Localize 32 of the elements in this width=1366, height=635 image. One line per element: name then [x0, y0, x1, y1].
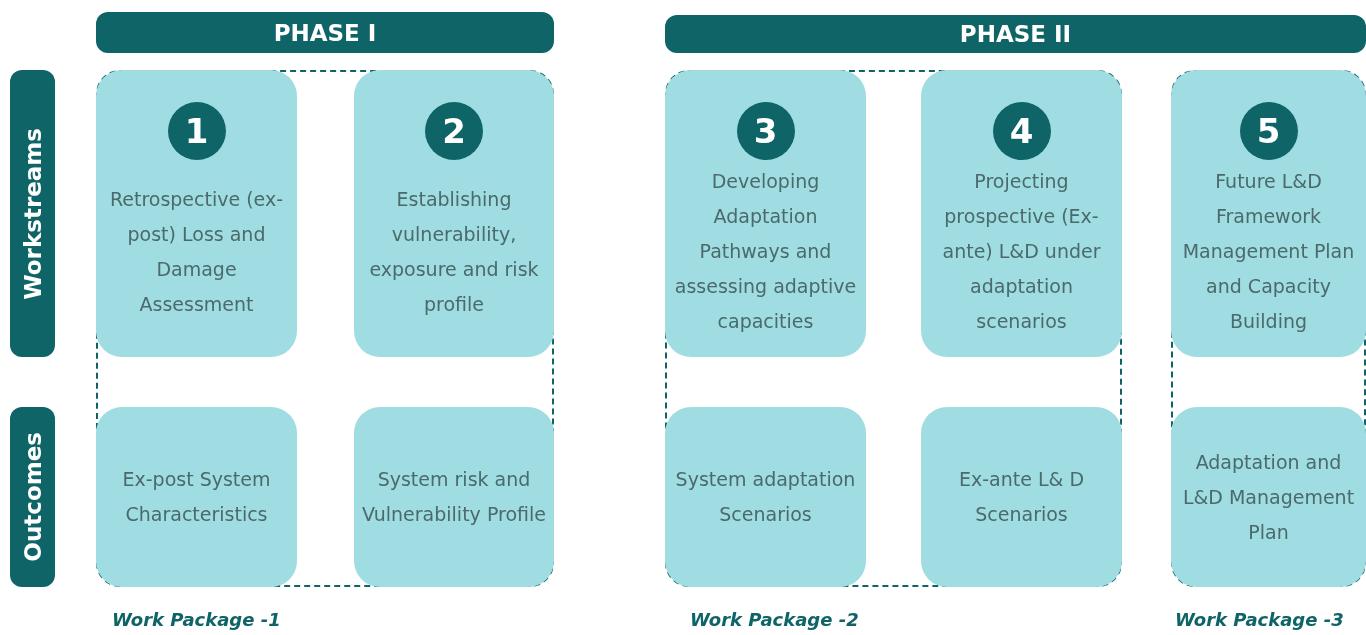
card-text: Ex-post System Characteristics [121, 467, 272, 527]
card-text: Adaptation and L&D Management Plan [1181, 449, 1356, 545]
group-label: Work Package -3 [1175, 609, 1344, 630]
step-number: 2 [425, 102, 483, 160]
card-text: Establishing vulnerability, exposure and risk profile [368, 186, 540, 317]
task-card [665, 407, 866, 587]
phase-header-bar: PHASE I [96, 12, 554, 53]
card-text: Developing Adaptation Pathways and assessing adaptive capacities [673, 169, 858, 334]
task-card [96, 70, 297, 357]
task-card [96, 407, 297, 587]
task-card [354, 407, 554, 587]
row-header-bar: Outcomes [10, 407, 55, 587]
task-card [1171, 70, 1366, 357]
step-number: 4 [992, 102, 1051, 160]
group-label: Work Package -1 [112, 609, 281, 630]
task-card [921, 70, 1122, 357]
card-text: Projecting prospective (Ex-ante) L&D under adaptation scenarios [941, 169, 1102, 334]
task-card [354, 70, 554, 357]
row-header-bar: Workstreams [10, 70, 55, 357]
card-text: Retrospective (ex-post) Loss and Damage Assessment [108, 186, 285, 317]
card-text: System adaptation Scenarios [674, 467, 857, 527]
card-text: System risk and Vulnerability Profile [361, 467, 547, 527]
card-text: Ex-ante L& D Scenarios [957, 467, 1085, 527]
task-card [665, 70, 866, 357]
group-label: Work Package -2 [690, 609, 859, 630]
task-card [921, 407, 1122, 587]
step-number: 3 [736, 102, 795, 160]
task-card [1171, 407, 1366, 587]
step-number: 1 [167, 102, 226, 160]
phase-header-bar: PHASE II [665, 15, 1366, 53]
step-number: 5 [1239, 102, 1298, 160]
card-text: Future L&D Framework Management Plan and Capacity Building [1181, 169, 1356, 334]
